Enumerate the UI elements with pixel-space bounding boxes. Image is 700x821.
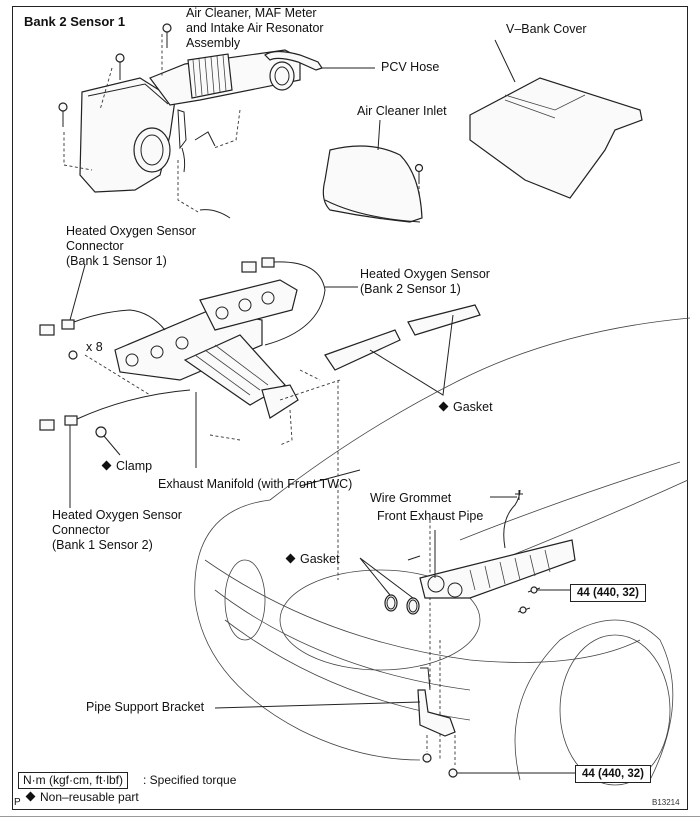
exhaust-manifold-drawing [68,279,299,419]
legend-non-reusable: Non–reusable part [25,790,139,805]
v-bank-cover-drawing [469,39,643,199]
manifold-gasket-drawing [324,304,481,396]
label-air-cleaner-inlet: Air Cleaner Inlet [357,104,447,118]
label-pcv-hose: PCV Hose [381,60,440,74]
diagram-frame [12,6,688,810]
oxygen-sensor-wires [39,257,361,508]
legend-torque-unit-box: N·m (kgf·cm, ft·lbf) [18,772,128,789]
label-manifold-gasket: Gasket [438,400,493,415]
label-air-cleaner-assembly: Air Cleaner, MAF Meter and Intake Air Re… [186,6,324,50]
non-reusable-diamond-icon [285,553,296,564]
label-pipe-support-bracket: Pipe Support Bracket [86,700,205,714]
torque-spec-support-bracket: 44 (440, 32) [575,765,652,783]
page-marker: P [14,797,21,808]
non-reusable-diamond-icon [101,460,112,471]
label-v-bank-cover: V–Bank Cover [506,22,587,36]
diagram-title: Bank 2 Sensor 1 [24,14,126,29]
label-front-exhaust-pipe: Front Exhaust Pipe [377,509,484,523]
figure-id: B13214 [652,798,680,807]
label-wire-grommet: Wire Grommet [370,491,452,505]
page-divider [0,816,700,817]
front-exhaust-pipe-drawing [359,489,576,615]
air-cleaner-assembly-drawing [63,34,323,219]
label-exhaust-pipe-gasket: Gasket [285,552,340,567]
pipe-support-bracket-drawing [214,667,575,778]
label-ho2s-connector-bank1-sensor1: Heated Oxygen Sensor Connector (Bank 1 S… [66,224,196,268]
bolts [58,23,424,219]
vehicle-front-outline [194,317,691,786]
label-ho2s-bank2-sensor1: Heated Oxygen Sensor (Bank 2 Sensor 1) [360,267,490,296]
non-reusable-diamond-icon [438,401,449,412]
non-reusable-diamond-icon [25,791,36,802]
label-ho2s-connector-bank1-sensor2: Heated Oxygen Sensor Connector (Bank 1 S… [52,508,182,552]
label-exhaust-manifold: Exhaust Manifold (with Front TWC) [158,477,353,491]
label-clamp: Clamp [101,459,152,474]
torque-spec-exhaust-pipe: 44 (440, 32) [570,584,647,602]
legend-torque-description: : Specified torque [143,773,237,787]
air-cleaner-inlet-drawing [322,119,423,223]
label-nut-quantity: x 8 [86,340,103,354]
